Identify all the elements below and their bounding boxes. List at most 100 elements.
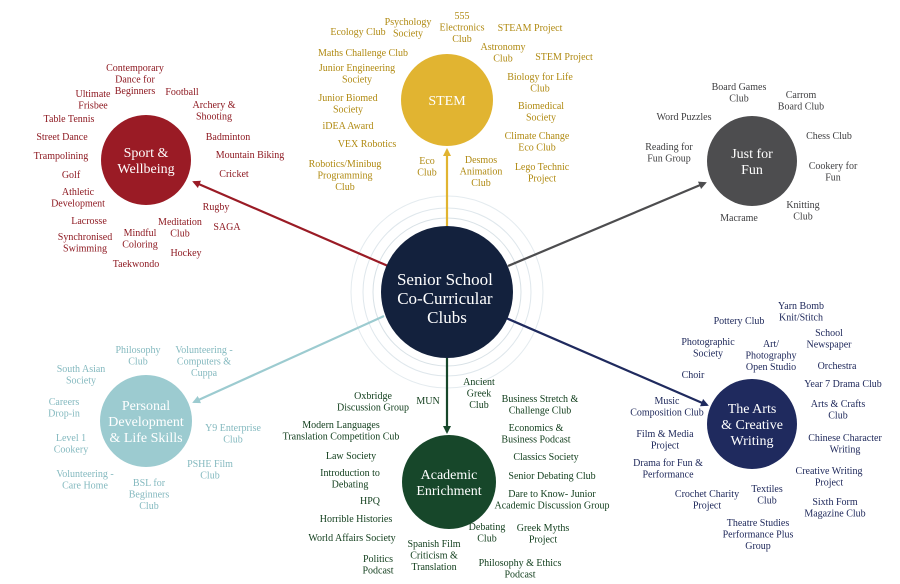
sport-club-label-line: Football <box>165 87 199 98</box>
sport-club-label-line: Frisbee <box>78 101 108 112</box>
stem-category-circle <box>401 54 493 146</box>
stem-club-label-line: Club <box>530 84 549 95</box>
academic-club-label-line: Business Stretch & <box>502 394 579 405</box>
stem-club-label-line: Junior Engineering <box>319 63 395 74</box>
academic-club-label-line: Business Podcast <box>501 435 570 446</box>
stem-club-label-line: STEM Project <box>535 52 593 63</box>
personal-club-label-line: Level 1 <box>56 433 86 444</box>
arts-club-label-line: Textiles <box>751 484 783 495</box>
academic-club-label: Business Stretch &Challenge Club <box>502 394 579 417</box>
academic-club-label: Classics Society <box>513 452 578 463</box>
academic-club-label-line: Horrible Histories <box>320 514 393 525</box>
sport-club-label: Football <box>165 87 199 98</box>
personal-club-label-line: Volunteering - <box>175 345 232 356</box>
hub-title-line: Co-Curricular <box>397 289 493 308</box>
personal-club-label-line: Computers & <box>177 357 231 368</box>
academic-club-label-line: Ancient <box>463 377 495 388</box>
fun-club-label-line: Board Club <box>778 102 824 113</box>
fun-club-label-line: Chess Club <box>806 131 852 142</box>
sport-club-label-line: Synchronised <box>58 232 112 243</box>
sport-club-label: Mountain Biking <box>216 150 285 161</box>
arts-club-label-line: Writing <box>830 445 861 456</box>
academic-club-label-line: Law Society <box>326 451 376 462</box>
academic-club-label: Senior Debating Club <box>508 471 595 482</box>
fun-club-label: Macrame <box>720 213 758 224</box>
academic-club-label-line: Podcast <box>362 566 393 577</box>
sport-club-label-line: Ultimate <box>76 89 112 100</box>
academic-club-label: Horrible Histories <box>320 514 393 525</box>
academic-club-label-line: World Affairs Society <box>308 533 395 544</box>
stem-club-label-line: Biomedical <box>518 101 564 112</box>
personal-club-label-line: Care Home <box>62 481 108 492</box>
fun-club-label-line: Word Puzzles <box>656 112 711 123</box>
stem-club-label-line: Animation <box>460 167 503 178</box>
arts-club-label-line: Group <box>745 541 771 552</box>
stem-club-label-line: Society <box>526 113 556 124</box>
stem-club-label-line: Eco <box>419 156 435 167</box>
arts-club-label-line: Composition Club <box>630 408 704 419</box>
arts-club-label: Drama for Fun &Performance <box>633 458 703 481</box>
academic-club-label: Economics &Business Podcast <box>501 423 570 446</box>
arts-club-label-line: Sixth Form <box>812 497 858 508</box>
personal-category-title-line: Development <box>108 415 184 430</box>
sport-club-label-line: Archery & <box>192 100 235 111</box>
stem-club-label: iDEA Award <box>322 121 373 132</box>
personal-club-label-line: Philosophy <box>115 345 160 356</box>
academic-club-label: World Affairs Society <box>308 533 395 544</box>
fun-club-label-line: Cookery for <box>809 161 858 172</box>
hub-circle <box>381 226 513 358</box>
stem-club-label-line: Club <box>335 182 354 193</box>
stem-club-label-line: Lego Technic <box>515 162 570 173</box>
academic-club-label-line: Translation <box>411 562 456 573</box>
arts-club-label-line: Theatre Studies <box>727 518 790 529</box>
academic-category-title-line: Academic <box>421 468 478 483</box>
sport-club-label: Golf <box>62 170 81 181</box>
sport-club-label: Archery &Shooting <box>192 100 235 123</box>
stem-club-label-line: STEAM Project <box>498 23 563 34</box>
personal-club-label-line: BSL for <box>133 478 166 489</box>
academic-club-label-line: Academic Discussion Group <box>495 501 610 512</box>
arts-club-label-line: School <box>815 328 843 339</box>
academic-club-label-line: Introduction to <box>320 468 380 479</box>
personal-club-label-line: Society <box>66 376 96 387</box>
academic-club-label-line: Club <box>477 534 496 545</box>
sport-club-label-line: Dance for <box>115 75 155 86</box>
sport-category-title-line: Sport & <box>124 146 169 161</box>
sport-club-label-line: Meditation <box>158 217 202 228</box>
sport-club-label: SAGA <box>213 222 241 233</box>
personal-club-label-line: Club <box>223 435 242 446</box>
sport-club-label: Lacrosse <box>71 216 107 227</box>
sport-category-node: Sport &Wellbeing <box>101 115 191 205</box>
sport-club-label: Cricket <box>219 169 249 180</box>
sport-category-circle <box>101 115 191 205</box>
arts-club-label-line: Magazine Club <box>804 509 865 520</box>
arts-club-label-line: Project <box>651 441 680 452</box>
stem-club-label-line: Project <box>528 174 557 185</box>
arts-club-label-line: Pottery Club <box>714 316 765 327</box>
academic-club-label-line: Club <box>469 400 488 411</box>
stem-club-label-line: 555 <box>455 11 470 22</box>
sport-club-label-line: Development <box>51 199 105 210</box>
